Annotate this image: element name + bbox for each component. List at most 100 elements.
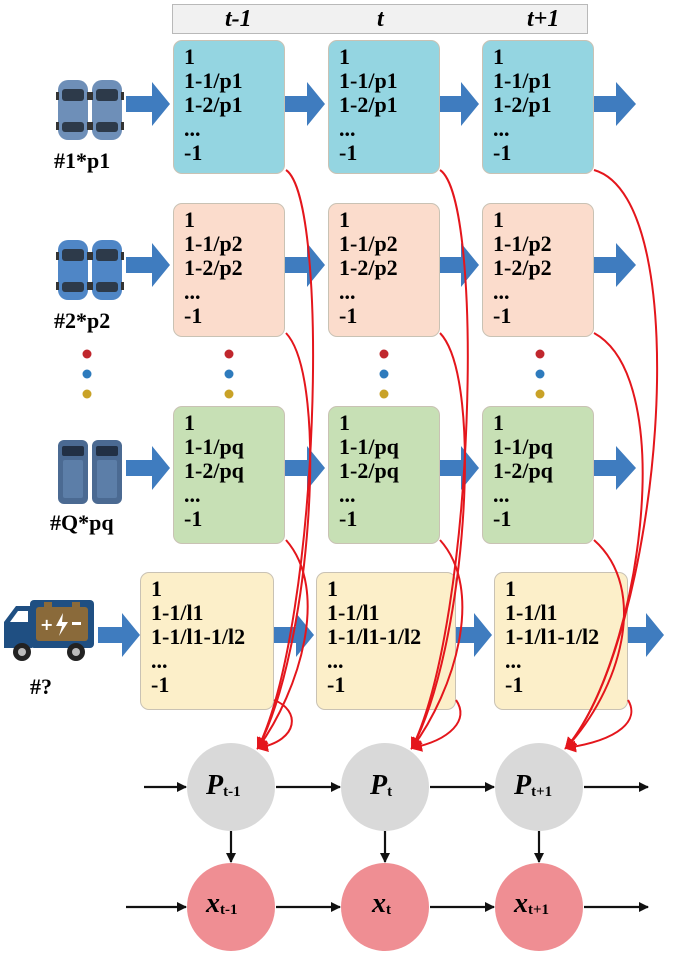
state-line: 1-1/p2 [184, 231, 243, 256]
car-pair-icon-1 [56, 80, 124, 140]
state-box-rowq-next: 1 1-1/pq 1-2/pq ... -1 [482, 406, 594, 544]
node-subscript: t-1 [223, 784, 241, 800]
node-subscript: t+1 [528, 902, 550, 918]
state-line: 1 [339, 44, 350, 69]
state-line: ... [327, 648, 344, 673]
row-label-1: #1*p1 [54, 148, 111, 173]
state-line: 1-1/p1 [493, 68, 552, 93]
state-line: 1-2/p1 [184, 92, 243, 117]
state-line: 1-2/p2 [339, 255, 398, 280]
red-curve [256, 699, 293, 753]
red-curve [256, 539, 309, 750]
state-line: -1 [493, 506, 512, 531]
state-line: 1 [151, 576, 162, 601]
x-node-current-label: xt [372, 888, 391, 920]
p-node-prev [187, 743, 275, 831]
van-pair-icon [58, 440, 122, 504]
p-node-current [341, 743, 429, 831]
battery-truck-icon: + [4, 600, 94, 661]
blue-arrow [628, 613, 664, 657]
state-line: -1 [339, 140, 358, 165]
state-box-row2-current: 1 1-1/p2 1-2/p2 ... -1 [328, 203, 440, 337]
node-symbol: x [514, 888, 528, 919]
p-node-next [495, 743, 583, 831]
state-line: -1 [505, 672, 524, 697]
x-node-prev [187, 863, 275, 951]
state-line: 1-2/p1 [339, 92, 398, 117]
state-line: ... [339, 482, 356, 507]
p-chain-arrows [144, 782, 649, 863]
time-header: t-1 t t+1 [172, 4, 588, 34]
state-line: 1-2/pq [184, 458, 244, 483]
p-node-prev-label: Pt-1 [206, 770, 241, 802]
blue-arrow [439, 243, 479, 287]
red-curve [564, 539, 625, 750]
state-line: 1 [493, 44, 504, 69]
state-line: 1 [505, 576, 516, 601]
p-node-next-label: Pt+1 [514, 770, 552, 802]
row-label-bus: #? [30, 674, 52, 699]
blue-arrow [439, 82, 479, 126]
blue-arrow [594, 82, 636, 126]
blue-arrow [285, 446, 325, 490]
car-pair-icon-2 [56, 240, 124, 300]
state-line: 1 [184, 410, 195, 435]
blue-arrow [439, 446, 479, 490]
p-nodes [187, 743, 583, 831]
node-symbol: P [206, 770, 224, 801]
state-line: 1 [184, 44, 195, 69]
state-box-row1-prev: 1 1-1/p1 1-2/p1 ... -1 [173, 40, 285, 174]
x-node-current [341, 863, 429, 951]
state-line: ... [184, 116, 201, 141]
state-line: 1-2/p1 [493, 92, 552, 117]
state-line: ... [184, 279, 201, 304]
state-box-row2-prev: 1 1-1/p2 1-2/p2 ... -1 [173, 203, 285, 337]
x-node-next [495, 863, 583, 951]
red-curve [410, 699, 462, 752]
state-line: 1-1/p1 [184, 68, 243, 93]
state-line: -1 [184, 303, 203, 328]
state-box-rowq-prev: 1 1-1/pq 1-2/pq ... -1 [173, 406, 285, 544]
state-line: 1 [327, 576, 338, 601]
state-line: -1 [339, 506, 358, 531]
red-curve [410, 539, 464, 750]
state-line: -1 [339, 303, 358, 328]
row1-flow-arrows [126, 82, 636, 126]
time-label-prev: t-1 [225, 6, 252, 32]
state-line: 1-1/pq [339, 434, 399, 459]
state-box-row1-current: 1 1-1/p1 1-2/p1 ... -1 [328, 40, 440, 174]
state-line: 1 [184, 207, 195, 232]
node-subscript: t [386, 902, 391, 918]
state-line: 1-1/p2 [493, 231, 552, 256]
node-subscript: t+1 [531, 784, 553, 800]
state-line: ... [493, 482, 510, 507]
x-node-prev-label: xt-1 [206, 888, 238, 920]
blue-arrow [594, 243, 636, 287]
state-line: ... [151, 648, 168, 673]
state-line: 1-1/l1-1/l2 [151, 624, 246, 649]
blue-arrow [594, 446, 636, 490]
state-line: ... [505, 648, 522, 673]
node-symbol: x [206, 888, 220, 919]
blue-arrow [285, 243, 325, 287]
red-curve [411, 332, 466, 750]
state-line: -1 [151, 672, 170, 697]
rowq-flow-arrows [126, 446, 636, 490]
state-line: 1-2/pq [493, 458, 553, 483]
state-box-row1-next: 1 1-1/p1 1-2/p1 ... -1 [482, 40, 594, 174]
state-line: 1 [493, 410, 504, 435]
state-line: -1 [493, 303, 512, 328]
x-nodes [187, 863, 583, 951]
state-line: 1-1/l1 [505, 600, 558, 625]
state-line: 1 [493, 207, 504, 232]
state-line: 1-2/pq [339, 458, 399, 483]
state-line: -1 [184, 506, 203, 531]
state-box-rowq-current: 1 1-1/pq 1-2/pq ... -1 [328, 406, 440, 544]
state-line: ... [339, 116, 356, 141]
time-label-next: t+1 [527, 6, 560, 32]
state-line: ... [493, 116, 510, 141]
red-curve [564, 332, 644, 750]
